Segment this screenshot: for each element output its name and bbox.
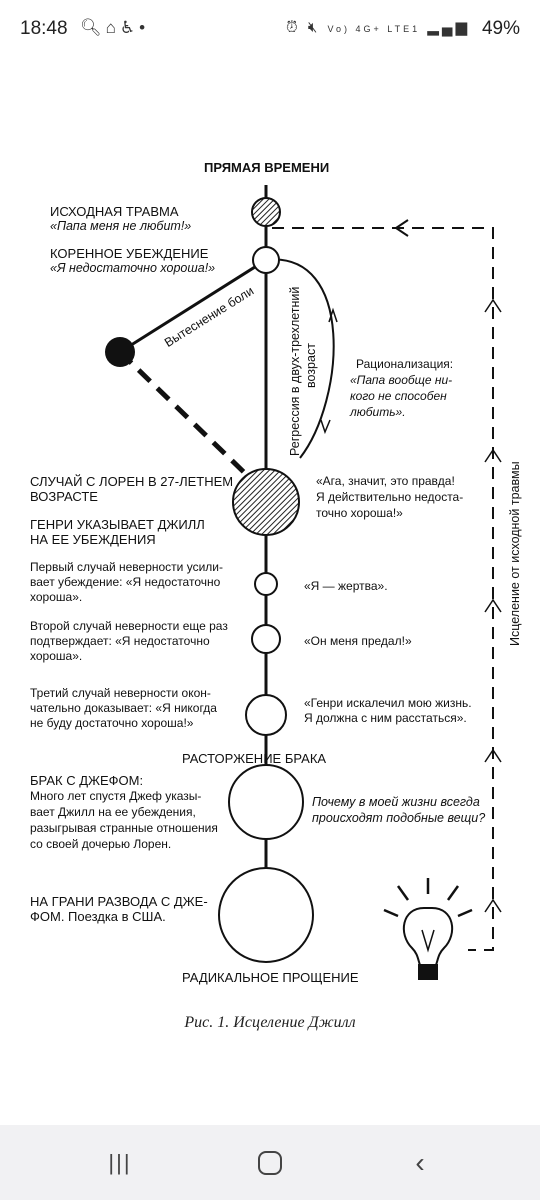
- infidelity1-0: Первый случай неверности усили-: [30, 560, 223, 574]
- henry-points-0: ГЕНРИ УКАЗЫВАЕТ ДЖИЛЛ: [30, 517, 205, 532]
- healing-diagram: ПРЯМАЯ ВРЕМЕНИ ИСХОДНАЯ ТРАВМА «Папа мен…: [0, 60, 540, 1110]
- belief-node: [252, 246, 280, 274]
- jeff-marriage-2: вает Джилл на ее убеждения,: [30, 805, 196, 819]
- regression-curve: [265, 258, 335, 459]
- infidelity1-2: хороша».: [30, 590, 83, 604]
- infidelity1-node: [254, 572, 278, 596]
- betrayed-quote: «Он меня предал!»: [304, 634, 412, 648]
- home-icon: [258, 1151, 282, 1175]
- why-quote-1: происходят подобные вещи?: [312, 811, 486, 825]
- why-quote-0: Почему в моей жизни всегда: [312, 795, 480, 809]
- battery-level: 49%: [481, 18, 520, 39]
- ruined-quote-1: Я должна с ним расстаться».: [304, 711, 467, 725]
- repression-line: [119, 258, 267, 354]
- radical-forgiveness: РАДИКАЛЬНОЕ ПРОЩЕНИЕ: [182, 970, 359, 985]
- network-text: Vo) 4G+ LTE1: [327, 24, 421, 34]
- jeff-marriage-node: [228, 764, 304, 840]
- recents-button[interactable]: |||: [100, 1145, 140, 1181]
- infidelity2-2: хороша».: [30, 649, 83, 663]
- aha-quote-0: «Ага, значит, это правда!: [316, 474, 455, 488]
- mute-icon: 🔇︎: [307, 19, 321, 36]
- trauma-node: [251, 197, 281, 227]
- jeff-marriage-3: разыгрывая странные отношения: [30, 821, 218, 835]
- infidelity1-1: вает убеждение: «Я недостаточно: [30, 575, 221, 589]
- dashed-line: [118, 350, 254, 482]
- regression-arrow-down: [320, 419, 331, 435]
- rationalization-2: кого не способен: [350, 389, 447, 403]
- infidelity3-2: не буду достаточно хороша!»: [30, 716, 194, 730]
- jeff-marriage-4: со своей дочерью Лорен.: [30, 837, 172, 851]
- healing-arrow-1: [484, 298, 502, 313]
- healing-arrow-3: [484, 598, 502, 613]
- rationalization-0: Рационализация:: [356, 357, 454, 371]
- home-button[interactable]: [250, 1145, 290, 1181]
- signal-icon: ▂▄▆: [427, 19, 470, 36]
- diagram-title: ПРЯМАЯ ВРЕМЕНИ: [204, 160, 330, 175]
- infidelity3-0: Третий случай неверности окон-: [30, 686, 211, 700]
- navigation-bar: ||| ‹: [0, 1125, 540, 1200]
- status-left-icons: 🔍︎⌂♿︎•: [80, 18, 149, 38]
- status-right-icons: ⏰︎ 🔇︎ Vo) 4G+ LTE1 ▂▄▆: [286, 18, 470, 36]
- infidelity2-node: [251, 624, 281, 654]
- original-trauma-quote: «Папа меня не любит!»: [50, 219, 192, 233]
- infidelity2-1: подтверждает: «Я недостаточно: [30, 634, 210, 648]
- aha-quote-2: точно хороша!»: [316, 506, 403, 520]
- recents-icon: |||: [108, 1150, 132, 1175]
- healing-path: [272, 227, 494, 951]
- jeff-divorce-1: ФОМ. Поездка в США.: [30, 909, 166, 924]
- figure-caption: Рис. 1. Исцеление Джилл: [184, 1014, 356, 1031]
- victim-quote: «Я — жертва».: [304, 579, 388, 593]
- healing-arrow-2: [484, 448, 502, 463]
- aha-quote-1: Я действительно недоста-: [316, 490, 464, 504]
- back-button[interactable]: ‹: [400, 1145, 440, 1181]
- lauren-event-0: СЛУЧАЙ С ЛОРЕН В 27-ЛЕТНЕМ: [30, 474, 234, 489]
- accessibility-icon: ♿︎: [119, 18, 140, 37]
- lauren-event-1: ВОЗРАСТЕ: [30, 489, 98, 504]
- healing-arrow-5: [484, 898, 502, 913]
- divorce-label: РАСТОРЖЕНИЕ БРАКА: [182, 751, 327, 766]
- status-bar: 18:48 🔍︎⌂♿︎• ⏰︎ 🔇︎ Vo) 4G+ LTE1 ▂▄▆ 49%: [0, 0, 540, 60]
- infidelity3-node: [245, 694, 287, 736]
- status-time: 18:48: [20, 18, 68, 39]
- regression-label-line1: Регрессия в двух-трехлетний: [288, 286, 302, 456]
- regression-label-line2: возраст: [304, 343, 318, 388]
- infidelity2-0: Второй случай неверности еще раз: [30, 619, 228, 633]
- regression-arrow-up: [328, 307, 338, 323]
- original-trauma-title: ИСХОДНАЯ ТРАВМА: [50, 204, 179, 219]
- healing-label: Исцеление от исходной травмы: [508, 461, 522, 646]
- infidelity3-1: чательно доказывает: «Я никогда: [30, 701, 217, 715]
- core-belief-quote: «Я недостаточно хороша!»: [50, 261, 216, 275]
- core-belief-title: КОРЕННОЕ УБЕЖДЕНИЕ: [50, 246, 209, 261]
- jeff-marriage-0: БРАК С ДЖЕФОМ:: [30, 773, 144, 788]
- jeff-divorce-0: НА ГРАНИ РАЗВОДА С ДЖЕ-: [30, 894, 208, 909]
- home-cloud-icon: ⌂: [105, 18, 120, 37]
- lightbulb-icon: [383, 878, 473, 980]
- dot-icon: •: [139, 18, 150, 37]
- rationalization-3: любить».: [350, 405, 406, 419]
- diagram-graphics: [105, 185, 502, 980]
- healing-arrow-left: [394, 219, 409, 237]
- repressed-node: [105, 337, 135, 367]
- jeff-divorce-node: [218, 867, 314, 963]
- healing-arrow-4: [484, 748, 502, 763]
- search-icon: 🔍︎: [80, 18, 106, 37]
- rationalization-1: «Папа вообще ни-: [350, 373, 453, 387]
- ruined-quote-0: «Генри искалечил мою жизнь.: [304, 696, 472, 710]
- lauren-node: [232, 468, 300, 536]
- henry-points-1: НА ЕЕ УБЕЖДЕНИЯ: [30, 532, 156, 547]
- alarm-icon: ⏰︎: [286, 19, 301, 36]
- back-icon: ‹: [415, 1147, 425, 1178]
- jeff-marriage-1: Много лет спустя Джеф указы-: [30, 789, 202, 803]
